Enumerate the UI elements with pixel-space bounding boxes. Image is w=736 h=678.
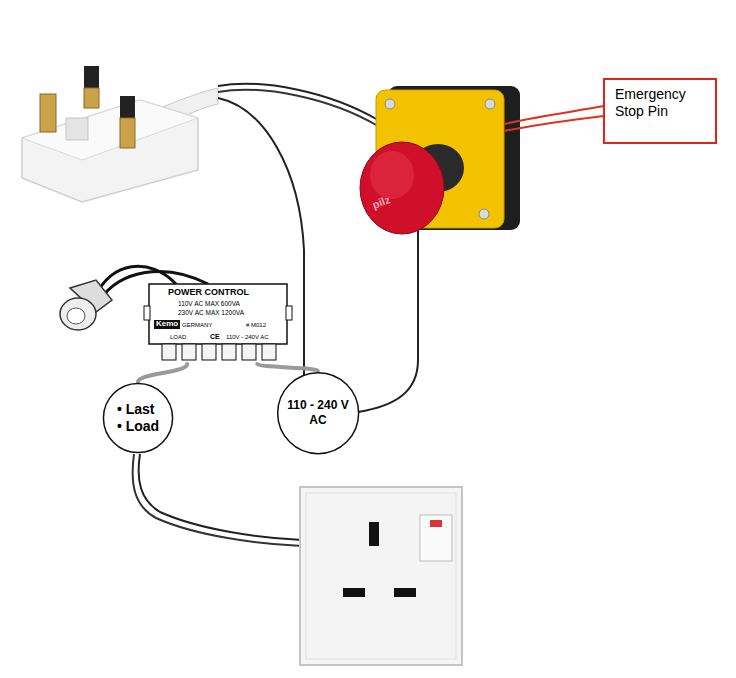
plug-pin — [40, 94, 56, 132]
socket-switch — [420, 515, 452, 561]
terminal-text: • Load — [117, 418, 159, 436]
module-terminal — [182, 344, 196, 360]
module-case — [149, 284, 287, 344]
module-tab — [286, 306, 292, 320]
circle-text-box: • Last• Load — [117, 401, 159, 436]
circle-text-group: 110 - 240 V AC — [276, 371, 360, 455]
terminal-circle: • Last• Load — [102, 382, 174, 454]
plug-fuse — [66, 118, 88, 140]
module-text: 230V AC MAX 1200VA — [178, 309, 244, 316]
wire — [139, 454, 302, 540]
knob-face — [67, 308, 85, 324]
screw — [485, 99, 495, 109]
power-control-module: POWER CONTROL 110V AC MAX 600VA 230V AC MA… — [148, 282, 288, 364]
plug-pin — [84, 88, 99, 108]
plug-pin-sleeve — [120, 96, 135, 120]
socket-indicator — [430, 520, 442, 527]
module-terminal — [202, 344, 216, 360]
wire — [133, 454, 302, 546]
module-text: Kemo — [154, 320, 180, 329]
module-text: # M012 — [246, 322, 266, 329]
estop-button — [360, 142, 444, 234]
module-terminal — [162, 344, 176, 360]
circle-text-box: 110 - 240 V AC — [284, 398, 352, 428]
note-box: Emergency Stop Pin — [603, 78, 717, 144]
screw — [479, 209, 489, 219]
circle-shape — [103, 383, 172, 452]
note-text: Emergency Stop Pin — [615, 86, 686, 120]
module-terminal — [242, 344, 256, 360]
knob-cap — [60, 298, 96, 330]
circle-text-group: • Last• Load — [102, 382, 174, 454]
module-text: CE — [210, 333, 220, 341]
module-text: 110V - 240V AC — [226, 334, 269, 341]
socket-slot — [369, 522, 379, 546]
estop-highlight — [370, 151, 414, 199]
module-terminal — [222, 344, 236, 360]
socket-bevel — [306, 493, 456, 659]
wire — [218, 98, 304, 376]
module-text: POWER CONTROL — [168, 288, 249, 298]
red-wire — [504, 116, 604, 131]
socket-slot — [394, 588, 416, 597]
socket-slot — [343, 588, 365, 597]
wire — [358, 230, 418, 412]
module-text: 110V AC MAX 600VA — [178, 300, 240, 307]
socket-plate — [300, 487, 462, 665]
module-tab — [144, 306, 150, 320]
terminal-circle: 110 - 240 V AC — [276, 371, 360, 455]
plug-pin — [120, 118, 135, 148]
plug-pin-sleeve — [84, 66, 99, 90]
terminal-text: • Last — [117, 401, 159, 419]
lead-wire — [138, 364, 187, 382]
circle-shape — [278, 373, 359, 454]
red-wire — [504, 106, 604, 124]
logo-label: pilz — [371, 193, 392, 211]
module-terminal — [262, 344, 276, 360]
screw — [385, 99, 395, 109]
terminal-text: 110 - 240 V AC — [284, 398, 352, 428]
lead-wire — [257, 364, 318, 371]
module-text: LOAD — [170, 334, 186, 341]
module-text: GERMANY — [182, 322, 212, 329]
